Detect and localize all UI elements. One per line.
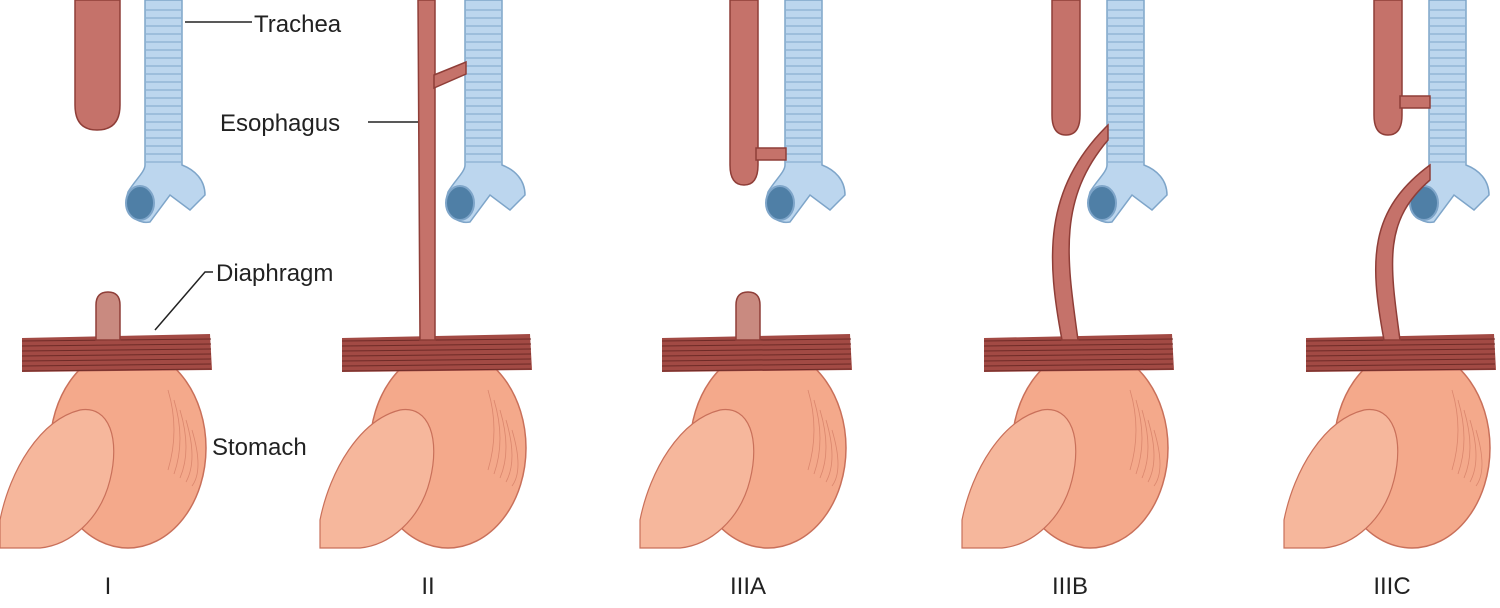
bronchus-opening: [1087, 185, 1117, 221]
trachea: [125, 0, 206, 224]
trachea: [445, 0, 526, 224]
esophagus: [74, 0, 121, 341]
panel-label: IIIA: [730, 573, 766, 600]
stomach: [0, 347, 207, 549]
panel-i: [0, 0, 212, 549]
stomach: [639, 347, 847, 549]
stomach: [319, 347, 527, 549]
label-trachea: Trachea: [254, 11, 342, 38]
bronchus-opening: [765, 185, 795, 221]
label-stomach: Stomach: [212, 434, 307, 461]
esophagus: [1051, 0, 1109, 341]
panel-label: I: [105, 573, 112, 600]
diaphragm: [983, 334, 1174, 372]
label-esophagus: Esophagus: [220, 110, 340, 137]
diaphragm: [661, 334, 852, 372]
panel-iiia: [639, 0, 852, 549]
label-diaphragm: Diaphragm: [216, 260, 333, 287]
esophagus: [417, 0, 467, 341]
fistula: [1399, 95, 1431, 109]
diaphragm: [341, 334, 532, 372]
trachea: [1409, 0, 1490, 224]
trachea: [765, 0, 846, 224]
esophagus: [729, 0, 787, 341]
panel-ii: [319, 0, 532, 549]
fistula: [755, 147, 787, 161]
trachea: [1087, 0, 1168, 224]
panel-iiic: [1283, 0, 1496, 549]
bronchus-opening: [125, 185, 155, 221]
distal-esophagus-stump: [735, 291, 761, 341]
annotations: Trachea Esophagus Diaphragm Stomach: [154, 11, 418, 461]
distal-esophagus-stump: [95, 291, 121, 341]
panel-label: IIIB: [1052, 573, 1088, 600]
panel-label: IIIC: [1373, 573, 1410, 600]
panel-label: II: [421, 573, 434, 600]
diaphragm: [1305, 334, 1496, 372]
panel-iiib: [961, 0, 1174, 549]
fistula: [1051, 123, 1109, 341]
fistula: [1374, 163, 1431, 341]
esophagus: [1373, 0, 1431, 341]
bronchus-opening: [445, 185, 475, 221]
fistula: [433, 60, 467, 90]
stomach: [961, 347, 1169, 549]
stomach: [1283, 347, 1491, 549]
